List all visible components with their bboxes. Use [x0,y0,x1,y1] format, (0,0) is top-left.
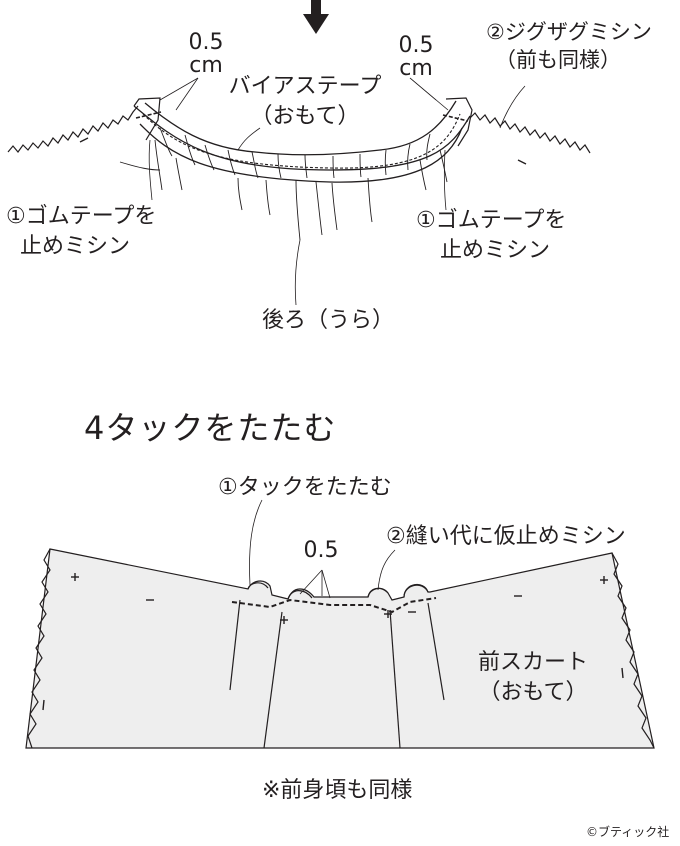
bias-tape-left-end [133,97,161,141]
elastic-right-label-line2: 止めミシン [440,238,551,263]
right-elastic-stop-stitch [442,114,469,122]
tuck-step-label: ①タックをたたむ [218,475,392,500]
right-margin-unit: cm [399,56,433,81]
fabric-folds [119,139,448,241]
front-skirt-panel [25,548,655,749]
tuck-measure-label: 0.5 [303,538,339,563]
left-margin-value: 0.5 [188,30,224,55]
fabric-side-marks [42,573,624,711]
left-margin-unit: cm [189,53,223,78]
copyright-text: ©ブティック社 [586,825,670,839]
skirt-right-zigzag-edge [611,552,655,749]
neckline-outer-edge [133,105,471,171]
zigzag-step-label: ②ジグザグミシン [486,20,652,44]
bias-tape-lower-edge [139,123,463,183]
elastic-left-label-line2: 止めミシン [20,234,131,259]
left-fabric-tick [79,137,89,143]
skirt-left-zigzag-edge [27,548,51,749]
elastic-left-label-line1: ①ゴムテープを [6,204,157,229]
gather-stitch-line [142,113,461,169]
zigzag-note-label: （前も同様） [495,48,621,72]
bias-tape-right-end [445,97,473,147]
front-skirt-side-label: （おもて） [478,680,588,705]
bias-tape-upper-edge [144,100,457,156]
down-arrow-icon [303,0,329,34]
left-fabric-zigzag-edge [7,105,139,153]
gather-wrinkles [159,127,431,179]
baste-step-label: ②縫い代に仮止めミシン [386,524,626,549]
section-heading: 4タックをたたむ [84,409,337,447]
tuck-folds [229,582,445,749]
front-bodice-note: ※前身頃も同様 [262,778,413,803]
right-fabric-zigzag-edge [469,112,591,154]
right-fabric-tick [517,159,527,165]
basting-stitch-line [231,597,437,614]
bias-tape-side-label: （おもて） [250,104,360,129]
left-elastic-stop-stitch [135,111,162,119]
front-skirt-label: 前スカート [477,650,588,675]
elastic-right-label-line1: ①ゴムテープを [416,208,567,233]
leader-lines-bottom [249,499,396,599]
right-margin-value: 0.5 [398,33,434,58]
leader-lines-top [148,77,526,306]
back-label: 後ろ（うら） [262,308,395,333]
bias-tape-label: バイアステープ [228,74,382,99]
